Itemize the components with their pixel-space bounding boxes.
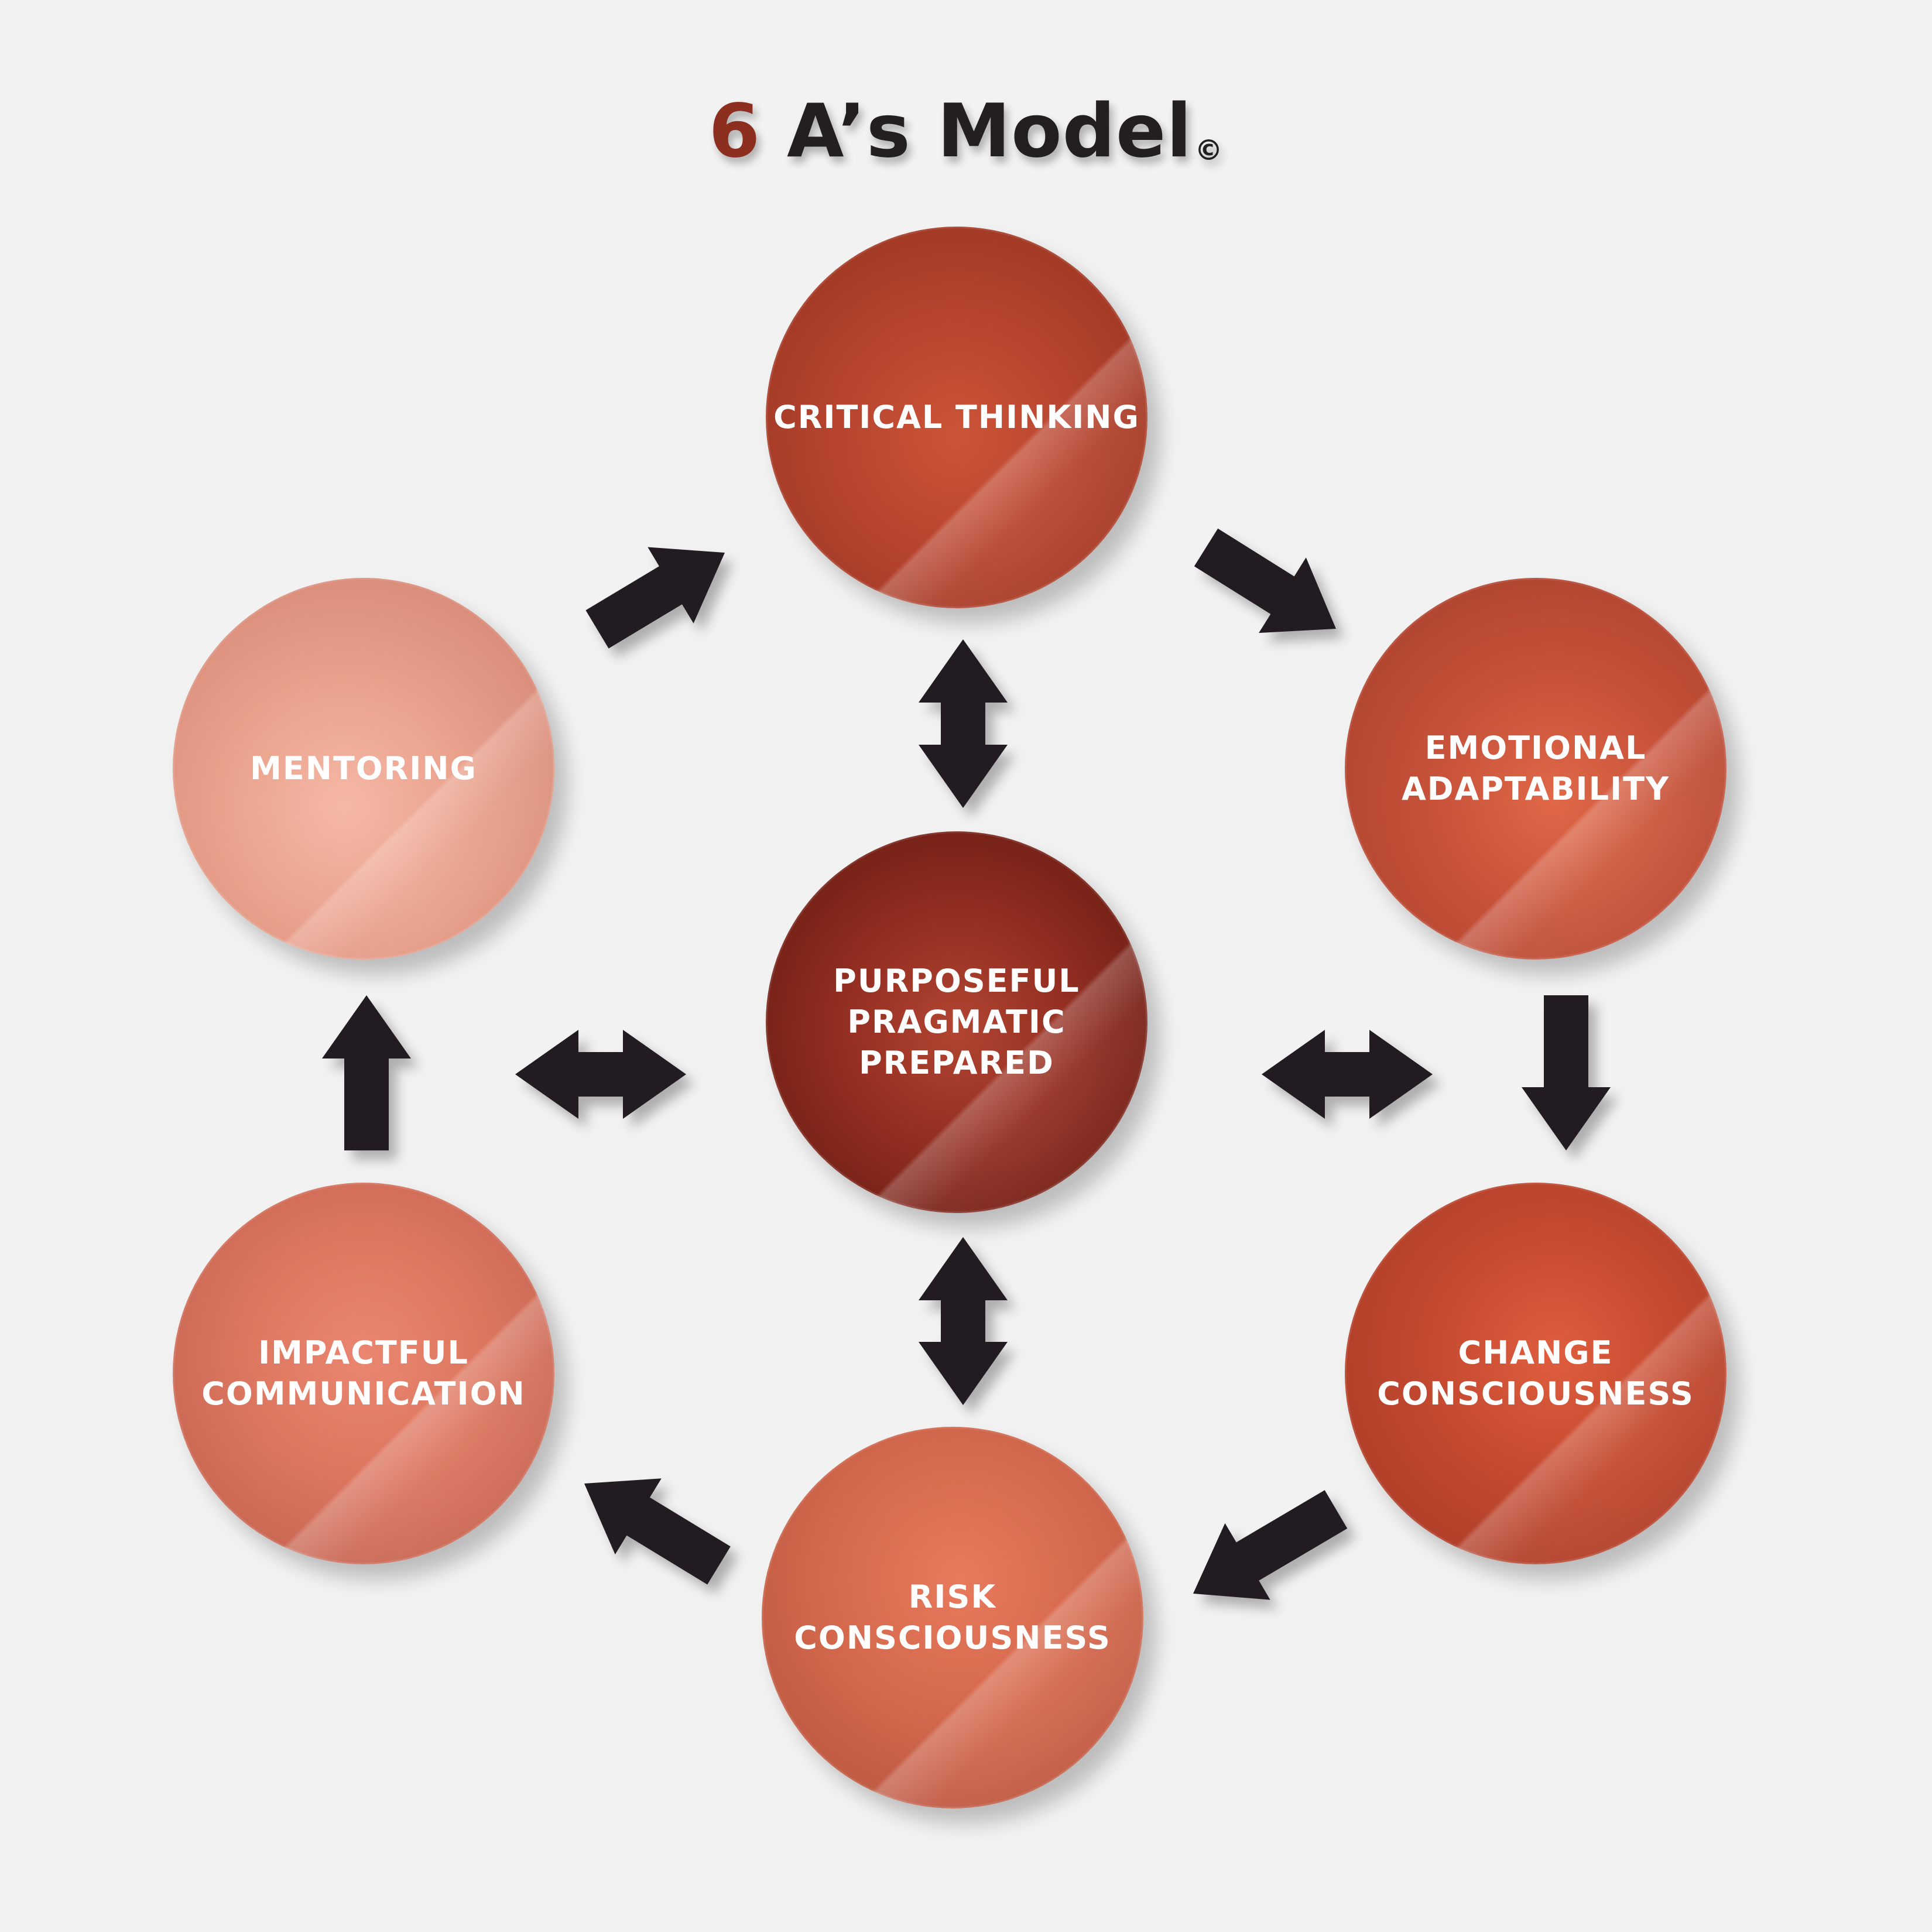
arrow-center-bottom-two-way	[919, 1237, 1008, 1405]
arrow-center-top-two-way	[919, 639, 1008, 808]
node-impactful-communication-line-2: COMMUNICATION	[201, 1375, 526, 1412]
title-number: 6	[708, 88, 761, 174]
arrow-impactful-communication-to-mentoring	[322, 995, 411, 1150]
title-text: A’s Model	[787, 88, 1193, 174]
node-change-consciousness: CHANGE CONSCIOUSNESS	[1345, 1183, 1727, 1564]
node-impactful-communication: IMPACTFUL COMMUNICATION	[173, 1183, 554, 1564]
node-center-purposeful-pragmatic-prepared: PURPOSEFUL PRAGMATIC PREPARED	[766, 831, 1147, 1213]
copyright-mark: ©	[1194, 134, 1224, 167]
node-impactful-communication-line-1: IMPACTFUL	[258, 1334, 469, 1371]
node-critical-thinking-line-1: CRITICAL THINKING	[773, 399, 1140, 436]
node-critical-thinking: CRITICAL THINKING	[766, 227, 1147, 608]
diagram-title: 6 A’s Model©	[0, 88, 1932, 174]
arrow-risk-consciousness-to-impactful-communication	[584, 1478, 731, 1585]
arrow-center-left-two-way	[515, 1030, 686, 1119]
node-emotional-adaptability: EMOTIONAL ADAPTABILITY	[1345, 578, 1727, 960]
arrow-mentoring-to-critical-thinking	[585, 547, 725, 649]
node-risk-consciousness-line-2: CONSCIOUSNESS	[794, 1619, 1111, 1656]
arrow-critical-thinking-to-emotional-adaptability	[1194, 528, 1336, 633]
node-mentoring-line-1: MENTORING	[250, 750, 477, 787]
node-emotional-adaptability-line-1: EMOTIONAL	[1424, 729, 1647, 766]
node-change-consciousness-line-2: CONSCIOUSNESS	[1377, 1375, 1694, 1412]
node-risk-consciousness: RISK CONSCIOUSNESS	[762, 1427, 1143, 1808]
node-center-line-2: PRAGMATIC	[847, 1003, 1066, 1040]
arrow-emotional-adaptability-to-change-consciousness	[1522, 995, 1611, 1150]
node-change-consciousness-line-1: CHANGE	[1458, 1334, 1614, 1371]
arrow-center-right-two-way	[1262, 1030, 1433, 1119]
node-emotional-adaptability-line-2: ADAPTABILITY	[1401, 770, 1670, 807]
arrow-change-consciousness-to-risk-consciousness	[1193, 1490, 1348, 1600]
node-mentoring: MENTORING	[173, 578, 554, 960]
node-center-line-3: PREPARED	[859, 1044, 1054, 1081]
node-risk-consciousness-line-1: RISK	[908, 1578, 997, 1615]
node-center-line-1: PURPOSEFUL	[833, 962, 1080, 999]
